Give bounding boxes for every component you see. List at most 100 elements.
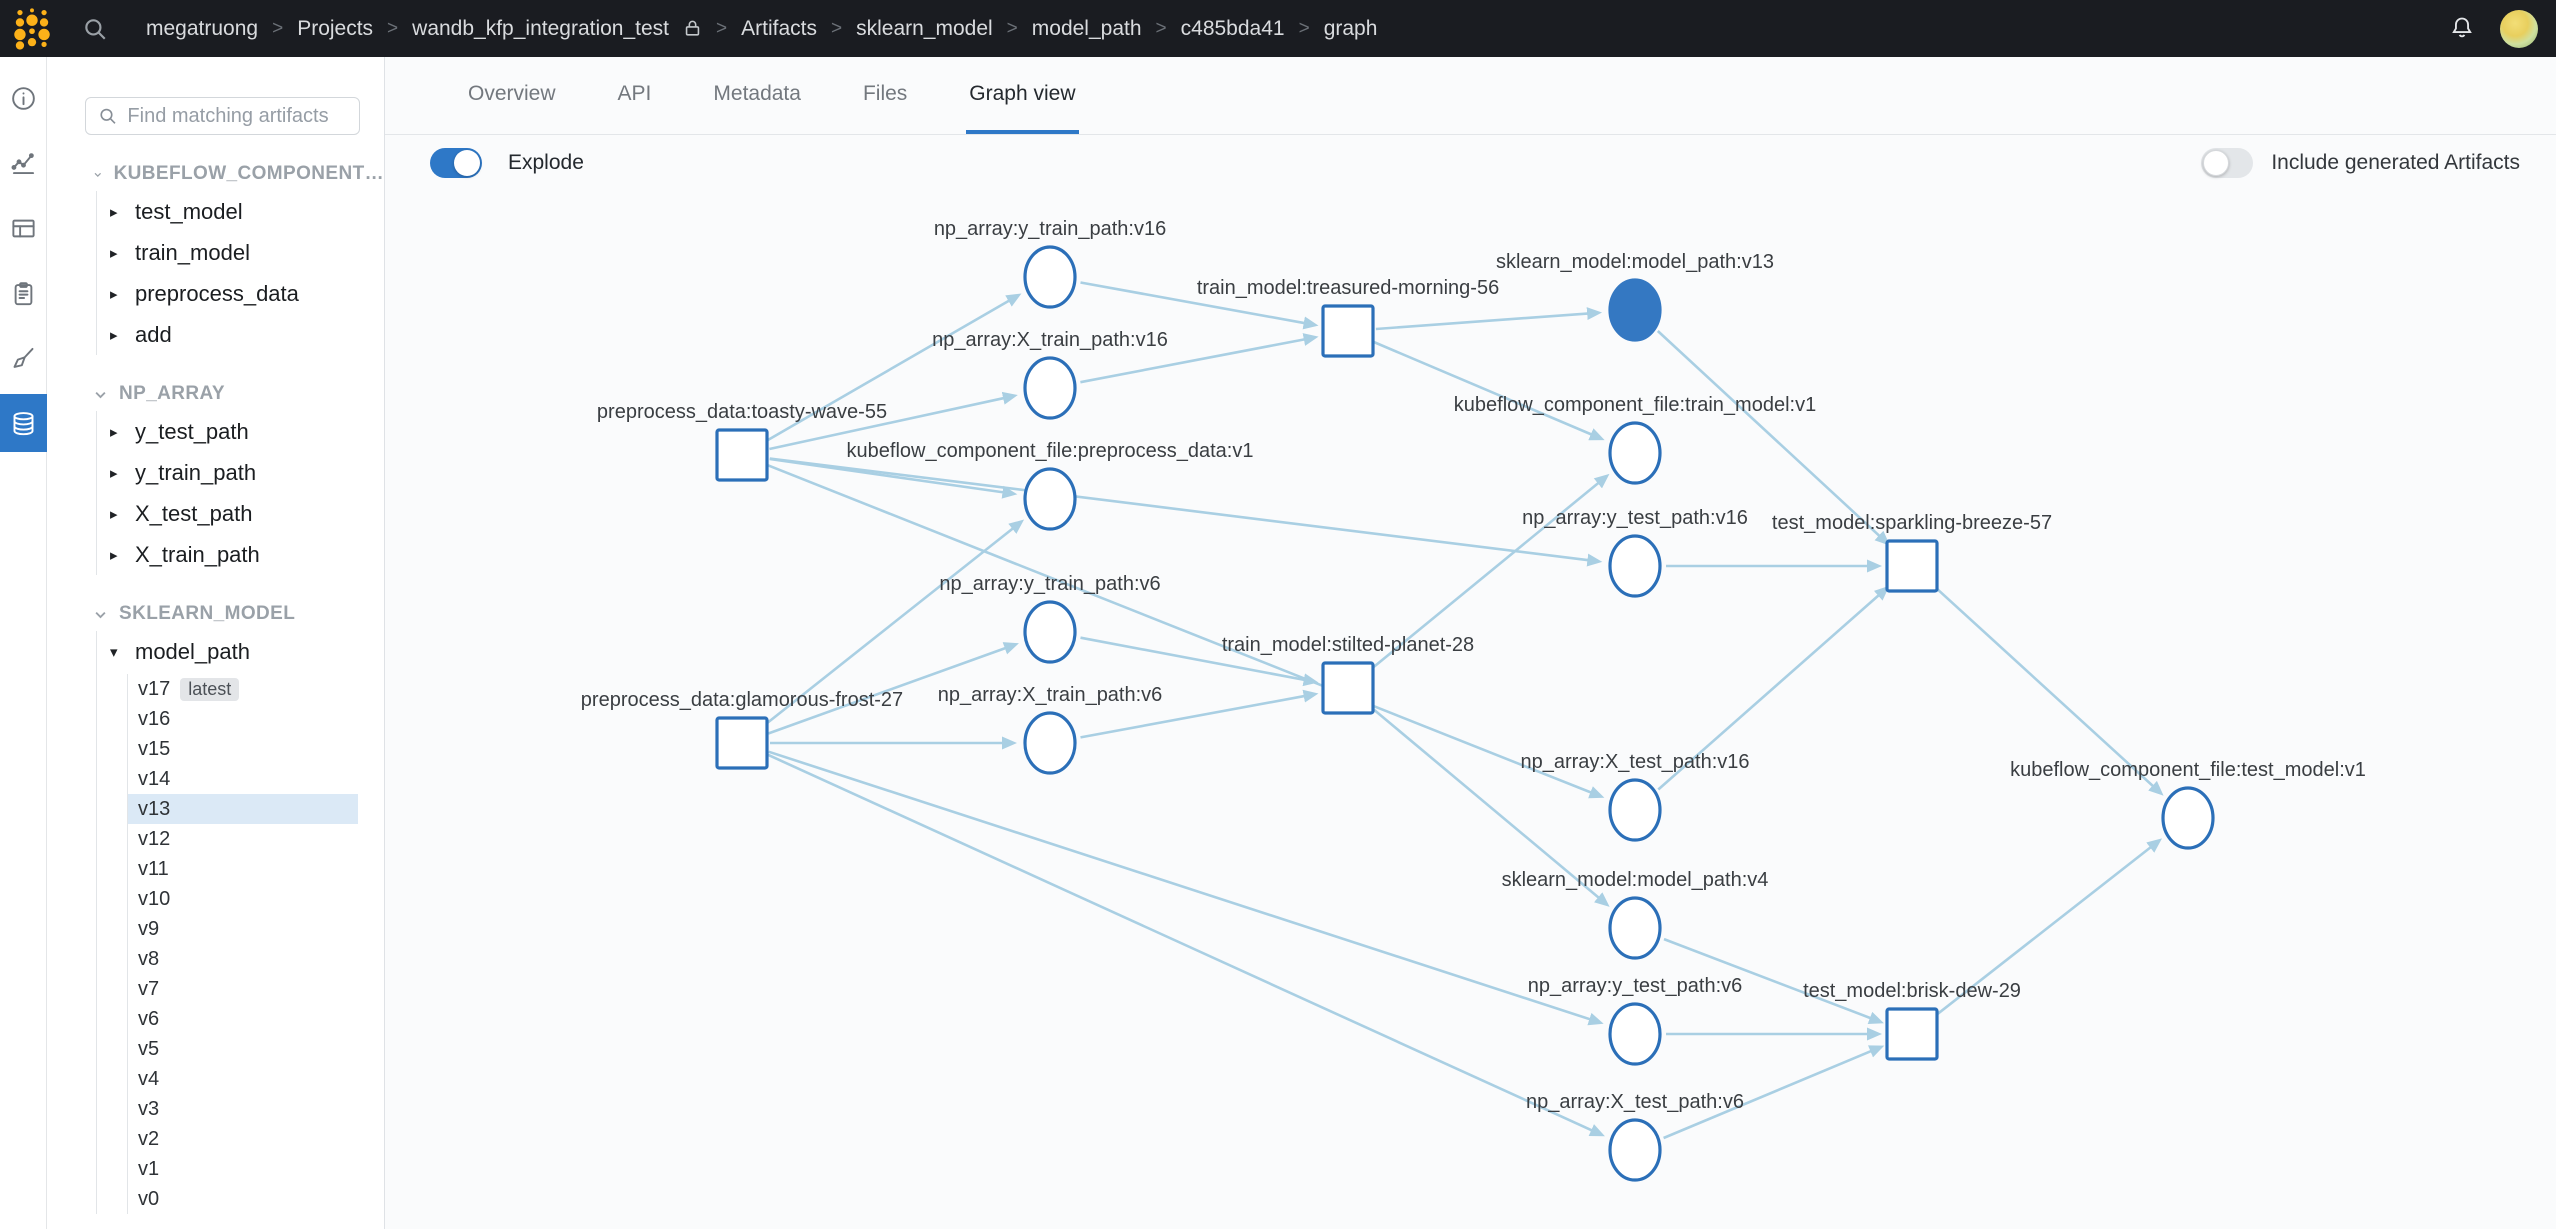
version-label: v4 [138, 1067, 160, 1090]
broom-icon [13, 347, 34, 368]
include-generated-artifacts-toggle[interactable] [2201, 148, 2254, 178]
tab-files[interactable]: Files [862, 81, 908, 105]
triangle-right-icon: ▸ [110, 285, 118, 303]
database-icon [13, 411, 34, 435]
rail-item-database[interactable] [0, 394, 47, 452]
artifact-browser-panel: KUBEFLOW_COMPONENT… ▸ test_model ▸train_mod… [47, 57, 385, 1229]
version-row-v1[interactable]: v1 [128, 1154, 358, 1184]
version-label: v2 [138, 1127, 160, 1150]
version-row-v3[interactable]: v3 [128, 1094, 358, 1124]
tree-section-header[interactable]: NP_ARRAY [47, 383, 384, 405]
version-row-v2[interactable]: v2 [128, 1124, 358, 1154]
tab-overview[interactable]: Overview [468, 81, 556, 105]
version-row-v16[interactable]: v16 [128, 704, 358, 734]
breadcrumb-item-model_path[interactable]: model_path [1031, 16, 1142, 40]
wandb-dots-icon [14, 7, 50, 50]
tab-api[interactable]: API [617, 81, 652, 105]
latest-badge: latest [180, 677, 240, 701]
version-label: v6 [138, 1007, 160, 1030]
artifact-search-box[interactable] [85, 97, 360, 135]
breadcrumb-separator: > [387, 17, 399, 39]
version-label: v10 [138, 887, 171, 910]
lock-icon [685, 20, 700, 36]
version-label: v0 [138, 1187, 160, 1210]
breadcrumb: megatruong > Projects > wandb_kfp_integratio… [146, 17, 1377, 41]
search-icon [100, 108, 116, 124]
tab-graph-view[interactable]: Graph view [966, 57, 1079, 134]
version-row-v5[interactable]: v5 [128, 1034, 358, 1064]
global-search-button[interactable] [82, 16, 108, 42]
breadcrumb-item-Projects[interactable]: Projects [297, 16, 374, 40]
artifact-search-input[interactable] [127, 104, 347, 128]
tree-section-header[interactable]: KUBEFLOW_COMPONENT… [47, 163, 384, 185]
version-row-v9[interactable]: v9 [128, 914, 358, 944]
version-row-v6[interactable]: v6 [128, 1004, 358, 1034]
breadcrumb-item-wandb_kfp_integration_test[interactable]: wandb_kfp_integration_test [412, 16, 670, 40]
explode-label: Explode [508, 151, 584, 174]
tree-item-test_model[interactable]: ▸ test_model [110, 191, 384, 232]
rail-item-chart[interactable] [0, 134, 47, 192]
version-row-v7[interactable]: v7 [128, 974, 358, 1004]
clipboard-icon [14, 281, 33, 305]
tree-item-label: y_train_path [135, 459, 257, 485]
version-row-v10[interactable]: v10 [128, 884, 358, 914]
rail-item-info[interactable] [0, 69, 47, 127]
graph-controls: Explode Include generated Artifacts [385, 135, 2556, 195]
tree-item-label: X_test_path [135, 500, 253, 526]
user-avatar[interactable] [2500, 9, 2538, 48]
left-icon-rail [0, 57, 47, 1229]
tree-item-train_model[interactable]: ▸train_model [110, 232, 384, 273]
tree-item-X_train_path[interactable]: ▸X_train_path [110, 534, 384, 575]
breadcrumb-item-graph[interactable]: graph [1323, 16, 1378, 40]
breadcrumb-separator: > [830, 17, 843, 39]
version-row-v0[interactable]: v0 [128, 1184, 358, 1214]
tree-item-y_train_path[interactable]: ▸y_train_path [110, 452, 384, 493]
tree-item-label: add [135, 321, 172, 347]
breadcrumb-item-megatruong[interactable]: megatruong [146, 16, 259, 40]
version-row-v15[interactable]: v15 [128, 734, 358, 764]
version-row-v13[interactable]: v13 [128, 794, 358, 824]
tree-section-header[interactable]: SKLEARN_MODEL [47, 603, 384, 625]
wandb-logo[interactable] [14, 6, 56, 52]
breadcrumb-separator: > [1298, 17, 1310, 39]
tree-item-label: y_test_path [135, 418, 249, 444]
artifact-main-panel: Overview API Metadata Files Graph view Explo… [385, 57, 2556, 1229]
tree-item-label: X_train_path [135, 541, 260, 567]
triangle-right-icon: ▸ [110, 203, 118, 221]
breadcrumb-item-sklearn_model[interactable]: sklearn_model [856, 16, 993, 40]
version-row-v8[interactable]: v8 [128, 944, 358, 974]
breadcrumb-item-c485bda41[interactable]: c485bda41 [1180, 16, 1285, 40]
explode-toggle[interactable] [430, 148, 482, 178]
tree-item-add[interactable]: ▸ add [110, 314, 384, 355]
version-row-v11[interactable]: v11 [128, 854, 358, 884]
version-label: v16 [138, 707, 171, 730]
triangle-right-icon: ▸ [110, 326, 118, 344]
tab-metadata[interactable]: Metadata [713, 81, 801, 105]
toggle-knob [454, 150, 480, 176]
include-generated-artifacts-label: Include generated Artifacts [2271, 151, 2520, 174]
rail-item-clipboard[interactable] [0, 264, 47, 322]
triangle-right-icon: ▸ [110, 505, 118, 523]
tree-item-label: test_model [135, 198, 243, 224]
tree-section-label: KUBEFLOW_COMPONENT… [113, 163, 384, 184]
rail-item-table[interactable] [0, 199, 47, 257]
breadcrumb-separator: > [272, 17, 284, 39]
version-row-v14[interactable]: v14 [128, 764, 358, 794]
notifications-bell-icon[interactable] [2448, 15, 2476, 43]
tree-item-preprocess_data[interactable]: ▸preprocess_data [110, 273, 384, 314]
version-row-v12[interactable]: v12 [128, 824, 358, 854]
rail-item-broom[interactable] [0, 329, 47, 387]
chevron-down-icon [95, 611, 106, 618]
tree-item-label: model_path [135, 638, 250, 664]
tree-item-y_test_path[interactable]: ▸y_test_path [110, 411, 384, 452]
breadcrumb-item-Artifacts[interactable]: Artifacts [741, 16, 817, 40]
breadcrumb-separator: > [1155, 17, 1167, 39]
chevron-down-icon [95, 391, 106, 398]
tree-section: KUBEFLOW_COMPONENT… ▸ test_model ▸train_mod… [47, 163, 384, 355]
version-row-v4[interactable]: v4 [128, 1064, 358, 1094]
tree-item-model_path[interactable]: ▾model_path [110, 631, 384, 672]
top-navigation-bar: megatruong > Projects > wandb_kfp_integratio… [0, 0, 2556, 57]
tree-item-X_test_path[interactable]: ▸ X_test_path [110, 493, 384, 534]
